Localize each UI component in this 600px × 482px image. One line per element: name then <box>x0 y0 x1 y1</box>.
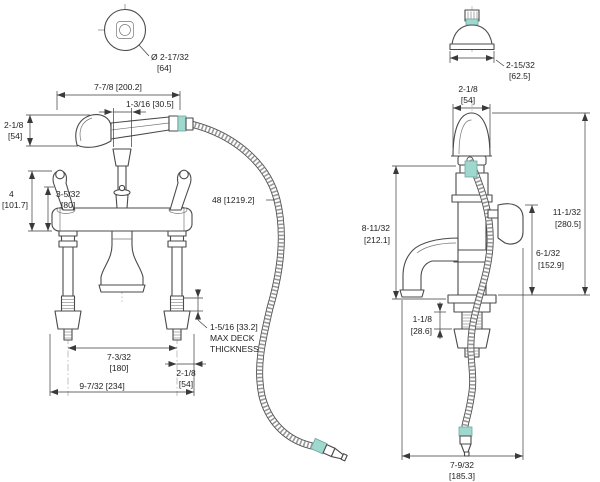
dim-label-overall-height-mm: [280.5] <box>555 219 581 229</box>
body-bar <box>51 207 193 232</box>
centerlines <box>67 6 473 396</box>
dim-label-handset-height: 2-1/8 <box>4 120 24 130</box>
dim-side-knob-width: 2-15/32 [62.5] <box>449 51 535 81</box>
right-handle <box>169 169 192 211</box>
right-shank <box>163 230 191 341</box>
dim-side-handset-width: 2-1/8 [54] <box>452 84 491 148</box>
dim-label-overall-depth-mm: [185.3] <box>449 471 475 481</box>
dim-side-overall-depth: 7-9/32 [185.3] <box>401 248 524 481</box>
dim-label-deck-thickness: 1-1/8 <box>413 314 433 324</box>
left-mounting-nut <box>54 310 82 330</box>
dim-label-side-handset: 2-1/8 <box>458 84 478 94</box>
escutcheon-bell <box>451 24 493 45</box>
dim-front-center-width: 1-3/16 [30.5] <box>99 99 174 147</box>
dim-label-holder-height: 6-1/32 <box>536 248 560 258</box>
dim-label-handle-span: 3-5/32 <box>56 189 80 199</box>
diverter <box>113 184 131 209</box>
left-shank <box>54 230 82 341</box>
dim-label-max-deck: 1-5/16 [33.2] <box>210 322 258 332</box>
dim-front-max-deck: 1-5/16 [33.2] MAX DECK THICKNESS <box>184 289 259 354</box>
dim-label-side-knob: 2-15/32 <box>506 60 535 70</box>
dim-label-hose-length: 48 [1219.2] <box>212 195 255 205</box>
dim-label-deck-thickness-mm: [28.6] <box>411 326 432 336</box>
hose-end-accent-side <box>458 426 473 437</box>
handshower-cradle <box>112 148 132 167</box>
dim-label-spout-height: 8-11/32 <box>362 223 390 233</box>
handshower <box>75 114 179 209</box>
left-handle-ball <box>55 169 65 180</box>
right-mounting-nut <box>163 310 191 330</box>
dim-label-base-width: 9-7/32 [234] <box>79 381 124 391</box>
spout-outlet <box>399 289 425 298</box>
dim-front-handset-height: 2-1/8 [54] <box>4 114 90 147</box>
dim-label-side-knob-mm: [62.5] <box>509 71 530 81</box>
escutcheon-side-view <box>449 9 495 51</box>
dim-label-max-deck-2: MAX DECK <box>210 333 255 343</box>
handle-top-view <box>98 4 147 52</box>
front-view <box>51 114 348 462</box>
left-handle <box>52 169 75 211</box>
dim-front-knob-dia: Ø 2-17/32 [64] <box>138 44 189 73</box>
dim-front-shank-offset: 2-1/8 [54] <box>165 334 206 396</box>
dim-front-shank-spread: 7-3/32 [180] <box>68 345 177 373</box>
dim-front-hose-length: 48 [1219.2] <box>212 195 275 205</box>
handle-top-view-outline <box>103 8 147 52</box>
hose-end-connector-side <box>458 426 473 457</box>
dim-label-holder-height-mm: [152.9] <box>538 260 564 270</box>
dim-label-shank-spread-mm: [180] <box>110 363 129 373</box>
dim-front-handle-span: 3-5/32 [80] <box>44 186 80 231</box>
dim-side-holder-height: 6-1/32 [152.9] <box>525 204 564 295</box>
dim-label-overall-width: 7-7/8 [200.2] <box>94 82 142 92</box>
handshower-head <box>75 114 112 148</box>
dim-label-knob-dia: Ø 2-17/32 <box>151 52 189 62</box>
dim-label-side-handset-mm: [54] <box>461 95 475 105</box>
dim-label-handset-height-mm: [54] <box>8 131 22 141</box>
knurl-hatch <box>467 11 478 20</box>
dim-label-max-deck-3: THICKNESS <box>210 344 259 354</box>
side-view <box>399 112 524 457</box>
dim-label-center-width: 1-3/16 [30.5] <box>126 99 174 109</box>
dim-side-deck-thickness: 1-1/8 [28.6] <box>411 302 452 339</box>
dim-front-handle-height: 4 [101.7] <box>2 170 52 232</box>
dim-side-spout-height: 8-11/32 [212.1] <box>362 165 456 300</box>
handle-broach <box>116 21 134 39</box>
dim-label-handle-height-mm: [101.7] <box>2 200 28 210</box>
hose-fitting-accent-front <box>177 115 187 132</box>
handshower-bell <box>452 112 491 157</box>
dim-front-base-width: 9-7/32 [234] <box>49 334 194 396</box>
dim-label-shank-spread: 7-3/32 <box>107 352 131 362</box>
dim-label-spout-height-mm: [212.1] <box>364 235 390 245</box>
hose-nut-front <box>185 117 194 131</box>
dim-label-handle-height: 4 <box>9 189 14 199</box>
dim-label-shank-offset: 2-1/8 <box>176 368 196 378</box>
dim-label-overall-depth: 7-9/32 <box>450 460 474 470</box>
hose-end-connector-front <box>310 437 348 462</box>
dim-label-handle-span-mm: [80] <box>61 200 75 210</box>
dim-label-knob-dia-mm: [64] <box>157 63 171 73</box>
handshower-handle <box>110 116 170 140</box>
dim-label-overall-height: 11-1/32 <box>553 207 581 217</box>
tub-spout-front <box>98 230 146 293</box>
dim-front-overall-width: 7-7/8 [200.2] <box>56 82 181 110</box>
right-handle-ball <box>179 169 189 180</box>
escutcheon-base <box>449 43 495 51</box>
hose-front <box>191 124 322 448</box>
handshower-holder <box>487 203 524 245</box>
holder-paddle <box>497 203 524 245</box>
dim-side-overall-height: 11-1/32 [280.5] <box>492 112 590 296</box>
hose-fitting-accent-side <box>464 160 478 178</box>
escutcheon-accent <box>465 18 479 26</box>
valve-body-side <box>447 164 497 313</box>
deck-flange <box>447 294 497 304</box>
tub-spout-side <box>399 237 459 298</box>
handshower-fitting <box>168 115 179 132</box>
dim-label-shank-offset-mm: [54] <box>179 379 193 389</box>
